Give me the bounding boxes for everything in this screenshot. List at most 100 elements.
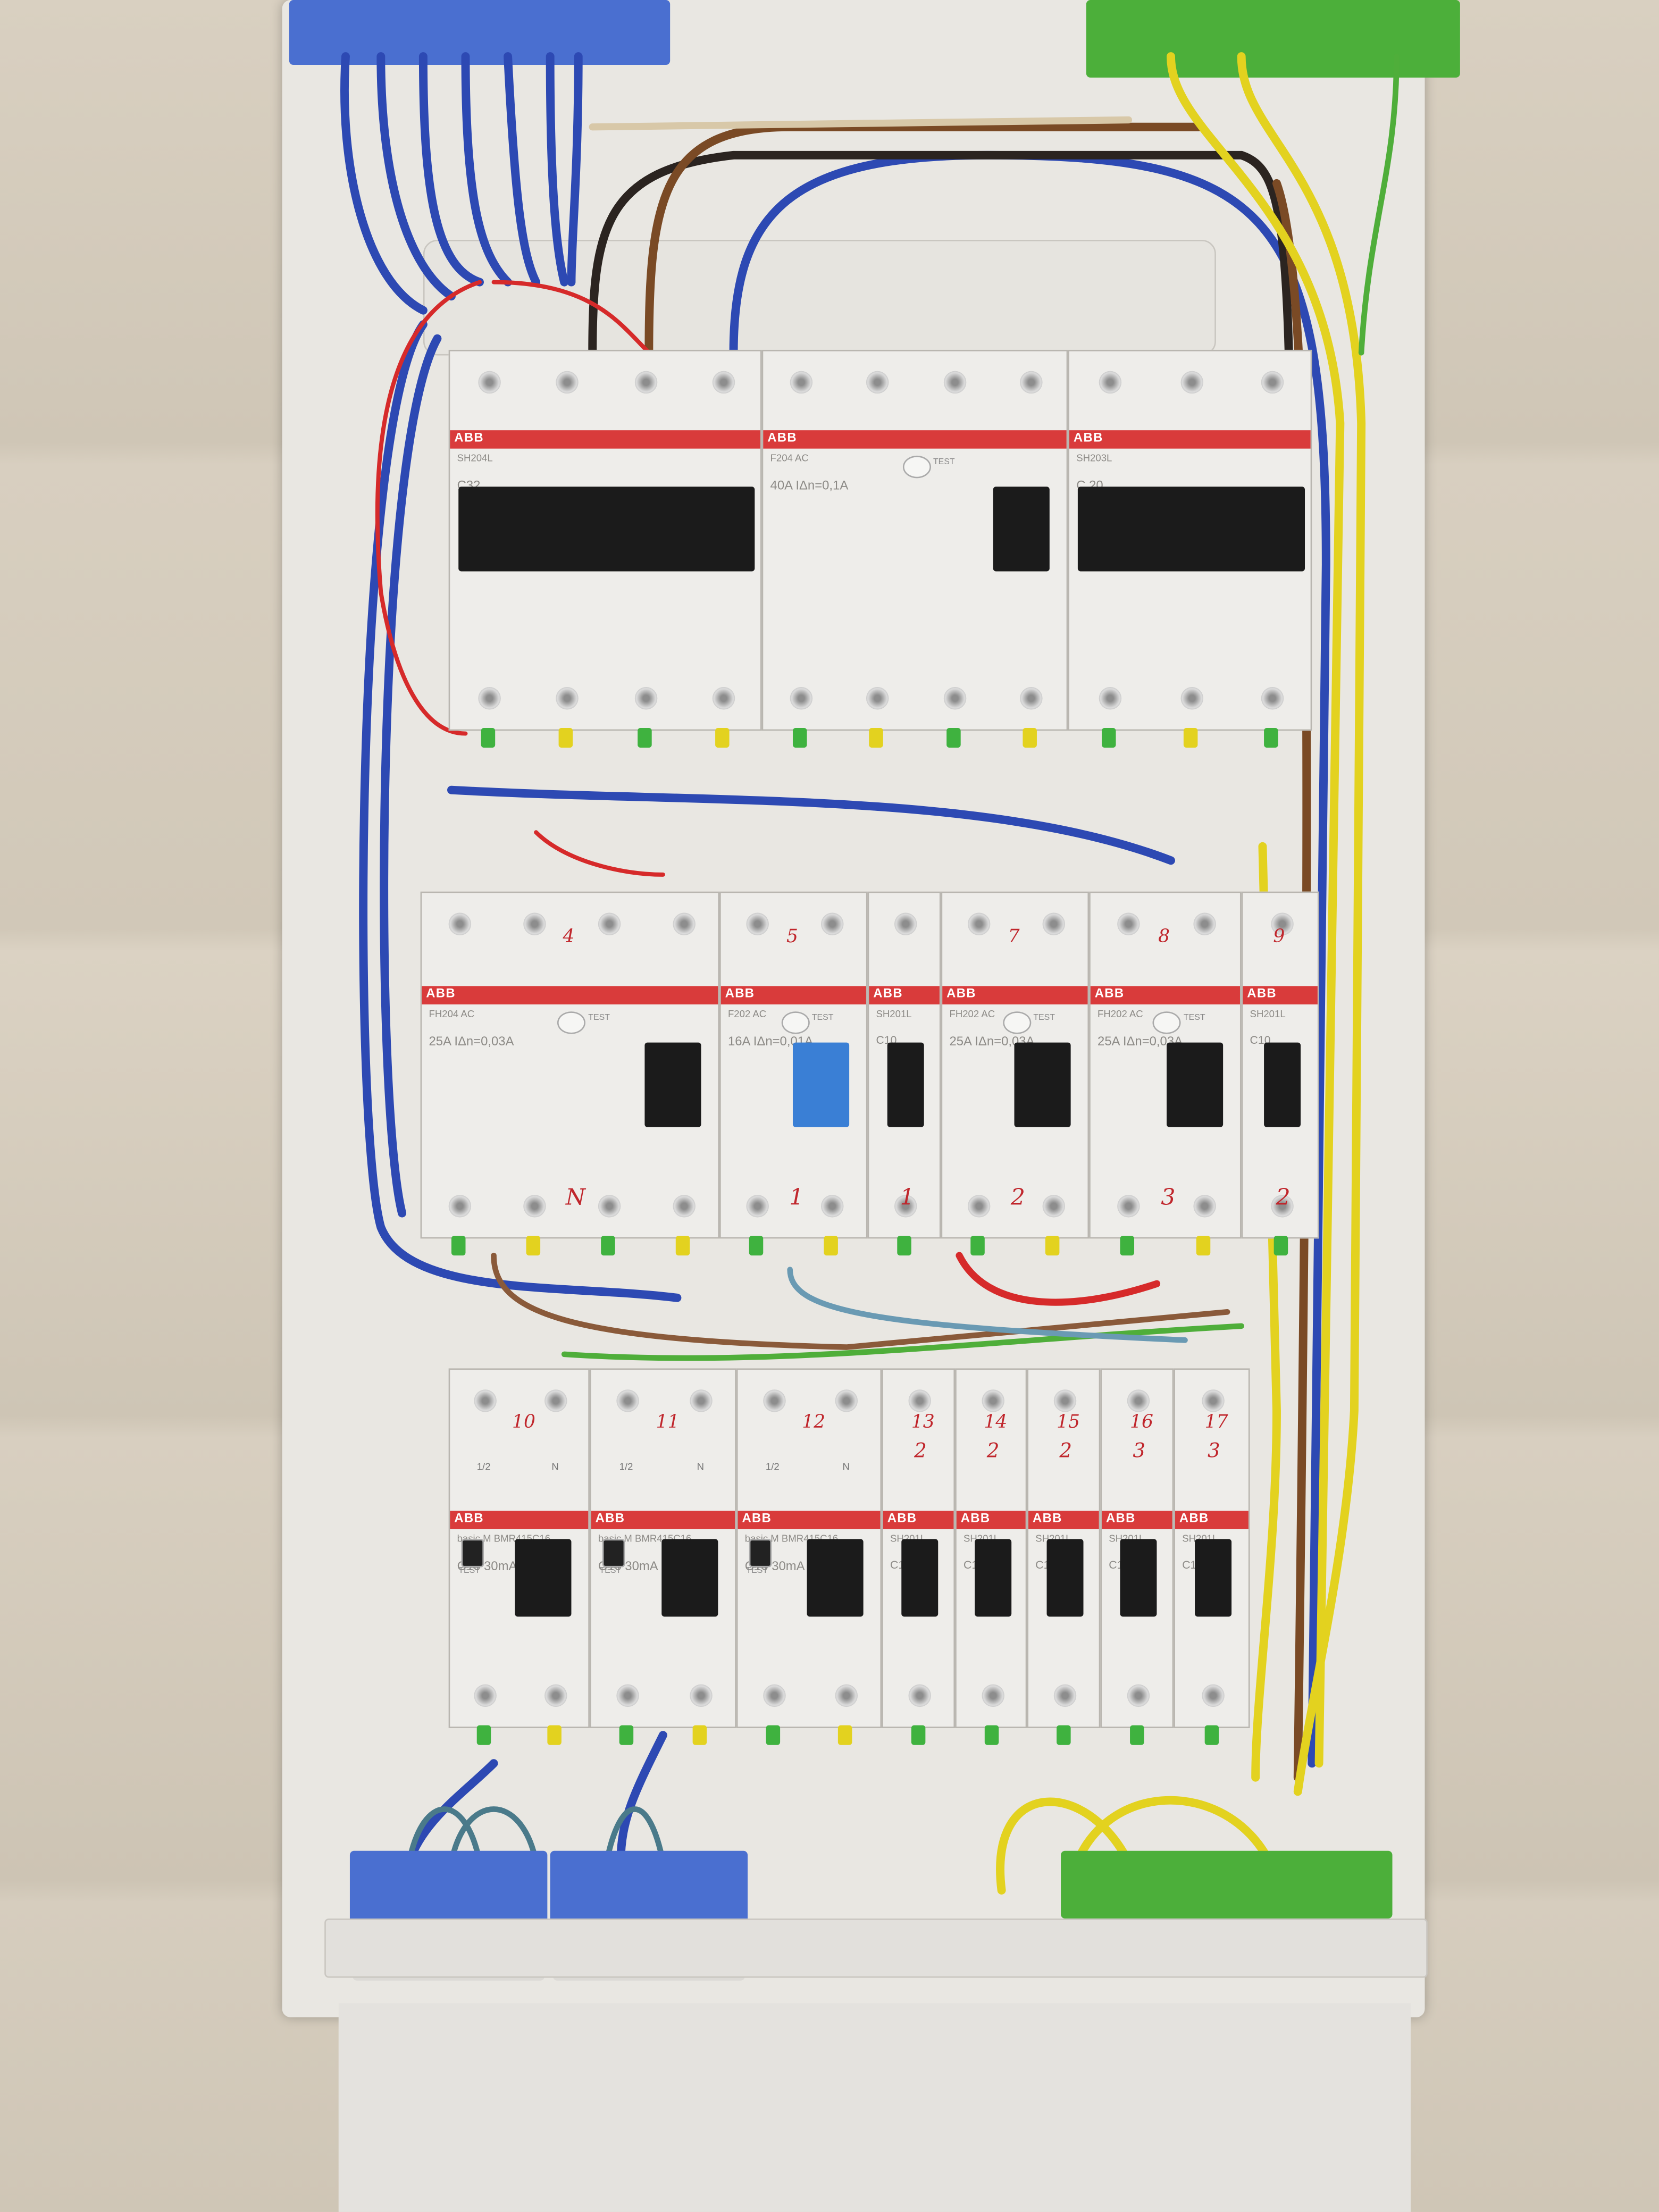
terminal-screw-icon[interactable] bbox=[1053, 1684, 1077, 1707]
terminal-screw-icon[interactable] bbox=[1042, 1195, 1065, 1218]
terminal-screw-icon[interactable] bbox=[1270, 1195, 1293, 1218]
terminal-screw-icon[interactable] bbox=[747, 1195, 769, 1218]
terminal-screw-icon[interactable] bbox=[1019, 371, 1043, 394]
terminal-screw-icon[interactable] bbox=[747, 912, 769, 935]
terminal-screw-icon[interactable] bbox=[1261, 371, 1284, 394]
neutral-label: N bbox=[551, 1463, 559, 1473]
terminal-screw-icon[interactable] bbox=[835, 1389, 858, 1412]
terminal-screw-icon[interactable] bbox=[1019, 687, 1043, 710]
terminal-screw-icon[interactable] bbox=[672, 1195, 695, 1218]
breaker-toggle-lever[interactable] bbox=[792, 1042, 850, 1127]
terminal-screw-icon[interactable] bbox=[448, 1195, 471, 1218]
test-button[interactable] bbox=[461, 1539, 484, 1568]
test-button[interactable] bbox=[902, 455, 931, 479]
terminal-screw-icon[interactable] bbox=[1053, 1389, 1077, 1412]
terminal-screw-icon[interactable] bbox=[616, 1389, 639, 1412]
terminal-screw-icon[interactable] bbox=[981, 1684, 1004, 1707]
terminal-screw-icon[interactable] bbox=[556, 371, 579, 394]
breaker-toggle-lever[interactable] bbox=[1195, 1539, 1232, 1617]
terminal-screw-icon[interactable] bbox=[908, 1684, 931, 1707]
breaker-toggle-lever[interactable] bbox=[807, 1539, 864, 1617]
terminal-screw-icon[interactable] bbox=[672, 912, 695, 935]
terminal-screw-icon[interactable] bbox=[968, 1195, 991, 1218]
terminal-screw-icon[interactable] bbox=[1270, 912, 1293, 935]
test-button[interactable] bbox=[602, 1539, 625, 1568]
terminal-screw-icon[interactable] bbox=[763, 1684, 786, 1707]
breaker-toggle-lever[interactable] bbox=[1120, 1539, 1157, 1617]
terminal-screw-icon[interactable] bbox=[1202, 1684, 1225, 1707]
terminal-screw-icon[interactable] bbox=[634, 687, 657, 710]
test-button[interactable] bbox=[749, 1539, 772, 1568]
breaker-toggle-lever[interactable] bbox=[1014, 1042, 1071, 1127]
breaker-toggle-lever[interactable] bbox=[974, 1539, 1011, 1617]
terminal-screw-icon[interactable] bbox=[713, 371, 735, 394]
terminal-screw-icon[interactable] bbox=[894, 912, 917, 935]
terminal-screw-icon[interactable] bbox=[597, 1195, 620, 1218]
terminal-screw-icon[interactable] bbox=[1042, 912, 1065, 935]
terminal-screw-icon[interactable] bbox=[1117, 1195, 1140, 1218]
breaker-toggle-lever[interactable] bbox=[993, 487, 1050, 572]
terminal-screw-icon[interactable] bbox=[474, 1684, 497, 1707]
terminal-screw-icon[interactable] bbox=[1127, 1684, 1150, 1707]
wire-neutral bbox=[418, 52, 484, 287]
terminal-screw-icon[interactable] bbox=[690, 1684, 713, 1707]
terminal-screw-icon[interactable] bbox=[968, 912, 991, 935]
terminal-screw-icon[interactable] bbox=[943, 687, 966, 710]
terminal-screw-icon[interactable] bbox=[544, 1684, 567, 1707]
terminal-screw-icon[interactable] bbox=[544, 1389, 567, 1412]
terminal-screw-icon[interactable] bbox=[477, 687, 501, 710]
breaker-toggle-lever[interactable] bbox=[644, 1042, 701, 1127]
terminal-screw-icon[interactable] bbox=[1202, 1389, 1225, 1412]
terminal-screw-icon[interactable] bbox=[1127, 1389, 1150, 1412]
terminal-screw-icon[interactable] bbox=[1099, 371, 1121, 394]
terminal-screw-icon[interactable] bbox=[616, 1684, 639, 1707]
terminal-screw-icon[interactable] bbox=[522, 912, 546, 935]
abb-red-band bbox=[763, 430, 1067, 449]
breaker-toggle-lever[interactable] bbox=[901, 1539, 939, 1617]
terminal-screw-icon[interactable] bbox=[690, 1389, 713, 1412]
terminal-screw-icon[interactable] bbox=[763, 1389, 786, 1412]
terminal-screw-icon[interactable] bbox=[474, 1389, 497, 1412]
terminal-screw-icon[interactable] bbox=[1180, 687, 1203, 710]
terminal-screw-icon[interactable] bbox=[522, 1195, 546, 1218]
breaker-toggle-lever[interactable] bbox=[887, 1042, 924, 1127]
terminal-screw-icon[interactable] bbox=[1180, 371, 1203, 394]
terminal-screw-icon[interactable] bbox=[820, 912, 843, 935]
breaker-toggle-lever[interactable] bbox=[1263, 1042, 1300, 1127]
breaker-toggle-lever[interactable] bbox=[661, 1539, 718, 1617]
test-button[interactable] bbox=[1152, 1011, 1181, 1034]
terminal-screw-icon[interactable] bbox=[1193, 912, 1216, 935]
breaker-toggle-lever[interactable] bbox=[1046, 1539, 1084, 1617]
terminal-screw-icon[interactable] bbox=[713, 687, 735, 710]
breaker-toggle-lever[interactable] bbox=[1167, 1042, 1224, 1127]
abb-red-band bbox=[1069, 430, 1311, 449]
terminal-screw-icon[interactable] bbox=[448, 912, 471, 935]
test-button[interactable] bbox=[1002, 1011, 1031, 1034]
terminal-screw-icon[interactable] bbox=[866, 371, 890, 394]
terminal-screw-icon[interactable] bbox=[477, 371, 501, 394]
breaker-toggle-lever[interactable] bbox=[515, 1539, 572, 1617]
terminal-screw-icon[interactable] bbox=[894, 1195, 917, 1218]
breaker-toggle-lever[interactable] bbox=[458, 487, 755, 572]
terminal-screw-icon[interactable] bbox=[943, 371, 966, 394]
test-button[interactable] bbox=[557, 1011, 585, 1034]
terminal-screw-icon[interactable] bbox=[820, 1195, 843, 1218]
terminal-screw-icon[interactable] bbox=[1261, 687, 1284, 710]
wire-ferrule bbox=[1130, 1725, 1144, 1745]
terminal-screw-icon[interactable] bbox=[1193, 1195, 1216, 1218]
breaker-toggle-lever[interactable] bbox=[1077, 487, 1305, 572]
terminal-screw-icon[interactable] bbox=[1099, 687, 1121, 710]
terminal-screw-icon[interactable] bbox=[908, 1389, 931, 1412]
terminal-screw-icon[interactable] bbox=[835, 1684, 858, 1707]
test-label: TEST bbox=[588, 1014, 610, 1023]
terminal-screw-icon[interactable] bbox=[634, 371, 657, 394]
terminal-screw-icon[interactable] bbox=[597, 912, 620, 935]
terminal-screw-icon[interactable] bbox=[556, 687, 579, 710]
terminal-screw-icon[interactable] bbox=[790, 371, 813, 394]
terminal-screw-icon[interactable] bbox=[981, 1389, 1004, 1412]
test-button[interactable] bbox=[781, 1011, 809, 1034]
terminal-screw-icon[interactable] bbox=[790, 687, 813, 710]
terminal-screw-icon[interactable] bbox=[1117, 912, 1140, 935]
terminal-screw-icon[interactable] bbox=[866, 687, 890, 710]
